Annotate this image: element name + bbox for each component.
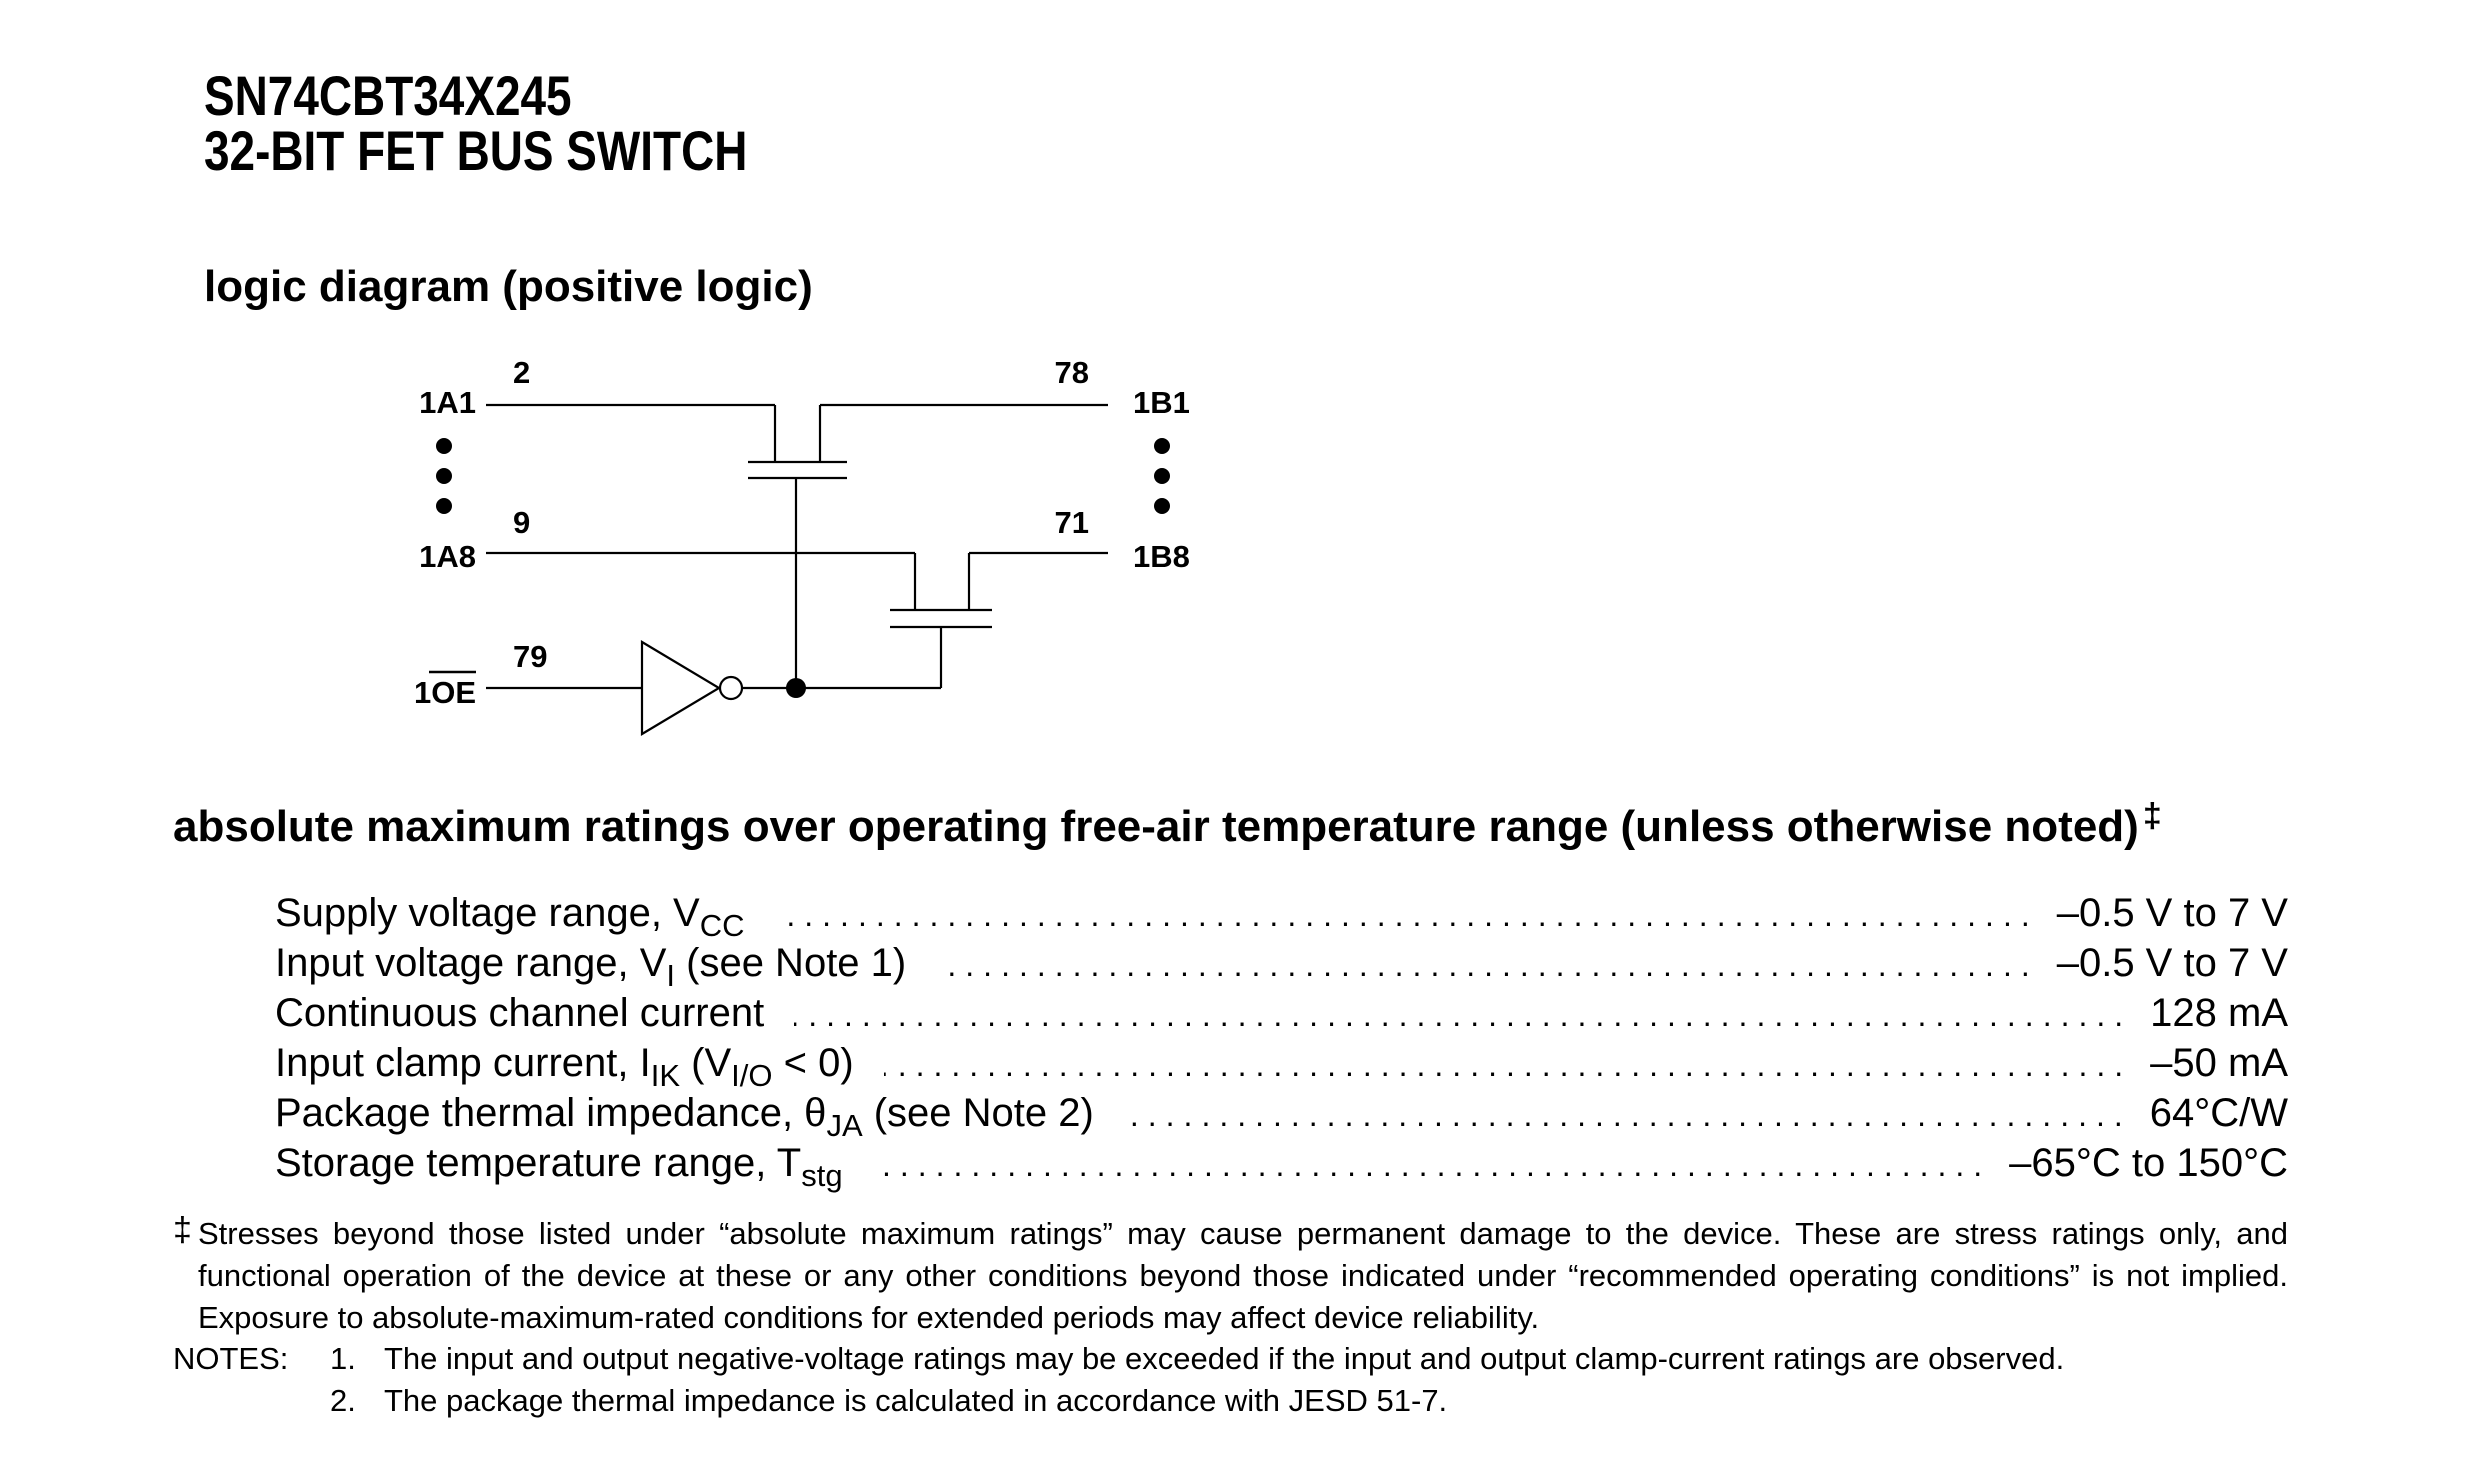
rating-row: Supply voltage range, VCC ..............… [275, 888, 2288, 943]
note-number: 2. [330, 1383, 356, 1418]
logic-diagram: 1A1 2 1B1 78 1A8 9 1B8 71 79 1OE [414, 355, 1190, 736]
rating-label: Storage temperature range, Tstg [275, 1141, 843, 1193]
footnote-text: Stresses beyond those listed under “abso… [198, 1216, 2288, 1335]
rating-value: –0.5 V to 7 V [2056, 891, 2288, 935]
rating-value: 128 mA [2150, 991, 2288, 1035]
rating-row: Input voltage range, VI (see Note 1) ...… [275, 938, 2288, 993]
rating-label: Input voltage range, VI (see Note 1) [275, 941, 907, 993]
rating-row: Storage temperature range, Tstg ........… [275, 1138, 2288, 1193]
pin-number-1a8: 9 [513, 505, 530, 540]
leader-dots: ........................................… [873, 1147, 1992, 1183]
pin-name-1a1: 1A1 [419, 385, 476, 420]
leader-dots: ........................................… [936, 947, 2039, 983]
pin-name-1a8: 1A8 [419, 539, 476, 574]
logic-diagram-title: logic diagram (positive logic) [204, 262, 813, 311]
rating-value: –50 mA [2150, 1041, 2288, 1085]
pin-name-1oe: 1OE [414, 675, 476, 710]
notes-label: NOTES: [173, 1341, 289, 1376]
note-number: 1. [330, 1341, 356, 1376]
pin-number-1a1: 2 [513, 355, 530, 390]
footnote-mark: ‡ [173, 1211, 192, 1249]
leader-dots: ........................................… [794, 997, 2133, 1033]
ellipsis-dot-b [1154, 498, 1170, 514]
pin-name-1b1: 1B1 [1133, 385, 1190, 420]
double-dagger-mark: ‡ [2142, 797, 2162, 835]
ellipsis-dot-a [436, 468, 452, 484]
rating-value: 64°C/W [2149, 1091, 2288, 1135]
junction-dot [786, 678, 806, 698]
document-subtitle: 32-BIT FET BUS SWITCH [204, 119, 748, 182]
ratings-title: absolute maximum ratings over operating … [173, 797, 2162, 852]
inverter-bubble [718, 675, 744, 701]
ellipsis-dot-b [1154, 468, 1170, 484]
pin-number-1b1: 78 [1055, 355, 1089, 390]
leader-dots: ........................................… [883, 1047, 2133, 1083]
pin-name-1b8: 1B8 [1133, 539, 1190, 574]
rating-row: Input clamp current, IIK (VI/O < 0) ....… [275, 1038, 2288, 1093]
note-text: The package thermal impedance is calcula… [384, 1383, 1448, 1418]
pin-name-1oe-overbar: OE [431, 675, 476, 710]
ratings-title-text: absolute maximum ratings over operating … [173, 802, 2139, 851]
pin-name-1oe-prefix: 1 [414, 675, 431, 710]
leader-dots: ........................................… [1124, 1097, 2132, 1133]
part-number: SN74CBT34X245 [204, 64, 572, 127]
ellipsis-dot-a [436, 438, 452, 454]
rating-row: Continuous channel current .............… [275, 988, 2288, 1038]
rating-value: –65°C to 150°C [2009, 1141, 2288, 1185]
pin-number-oe: 79 [513, 639, 547, 674]
rating-label: Input clamp current, IIK (VI/O < 0) [275, 1041, 854, 1093]
pin-number-1b8: 71 [1055, 505, 1089, 540]
leader-dots: ........................................… [775, 897, 2039, 933]
rating-row: Package thermal impedance, θJA (see Note… [275, 1088, 2288, 1143]
footnote: ‡ Stresses beyond those listed under “ab… [173, 1211, 2288, 1339]
ratings-list: Supply voltage range, VCC ..............… [275, 888, 2288, 1193]
rating-label: Package thermal impedance, θJA (see Note… [275, 1091, 1094, 1143]
rating-label: Continuous channel current [275, 991, 765, 1035]
rating-label: Supply voltage range, VCC [275, 891, 745, 943]
ellipsis-dot-a [436, 498, 452, 514]
ellipsis-dot-b [1154, 438, 1170, 454]
note-text: The input and output negative-voltage ra… [384, 1341, 2065, 1376]
rating-value: –0.5 V to 7 V [2056, 941, 2288, 985]
inverter-triangle [640, 640, 722, 736]
